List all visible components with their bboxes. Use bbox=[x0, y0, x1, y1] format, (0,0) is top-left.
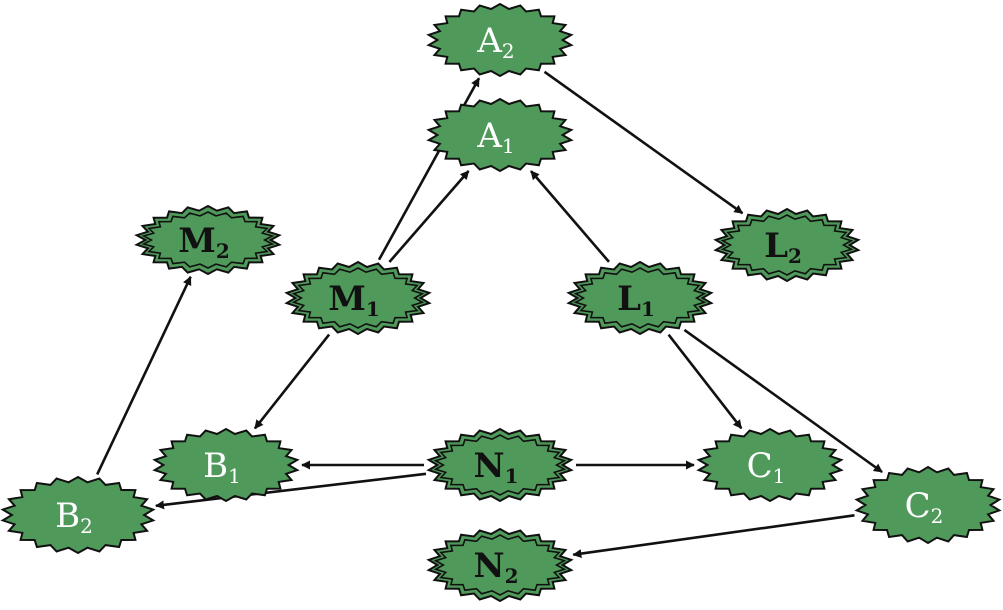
node-label-base: N bbox=[474, 546, 505, 586]
edge-n1-to-b2 bbox=[155, 472, 427, 510]
node-a1: A1 bbox=[426, 97, 574, 173]
edge-l1-to-c2 bbox=[683, 328, 883, 474]
node-shape bbox=[134, 204, 282, 276]
node-shape bbox=[713, 207, 861, 283]
edge-b2-to-m2 bbox=[96, 275, 192, 475]
edge-l1-to-c1 bbox=[667, 333, 743, 430]
node-label-subscript: 2 bbox=[505, 564, 519, 588]
node-shape bbox=[426, 527, 574, 603]
edge-m1-to-a1 bbox=[388, 170, 470, 263]
node-b2: B2 bbox=[0, 475, 156, 555]
node-label-base: A bbox=[476, 116, 502, 156]
node-label-base: B bbox=[203, 446, 228, 486]
node-label: M1 bbox=[328, 279, 380, 321]
node-label: L2 bbox=[764, 226, 802, 268]
node-label-subscript: 2 bbox=[931, 504, 944, 528]
node-label-subscript: 2 bbox=[502, 39, 515, 63]
node-shape bbox=[426, 97, 574, 173]
node-shape bbox=[284, 260, 432, 336]
node-label: C2 bbox=[905, 486, 944, 528]
node-inner-outline bbox=[433, 434, 567, 496]
node-label: M2 bbox=[178, 221, 230, 263]
node-label-subscript: 2 bbox=[216, 239, 230, 263]
node-label-subscript: 2 bbox=[788, 244, 802, 268]
node-l2: L2 bbox=[713, 207, 861, 283]
node-b1: B1 bbox=[152, 427, 300, 503]
edge-c2-to-n2 bbox=[572, 514, 855, 559]
node-label-subscript: 1 bbox=[228, 464, 241, 488]
node-label: C1 bbox=[747, 446, 786, 488]
node-label-base: L bbox=[617, 279, 641, 319]
node-inner-outline bbox=[141, 211, 275, 269]
node-c2: C2 bbox=[854, 465, 1002, 545]
edges bbox=[96, 70, 883, 559]
node-n2: N2 bbox=[426, 527, 574, 603]
node-label-subscript: 1 bbox=[773, 464, 786, 488]
node-shape bbox=[426, 427, 574, 503]
node-inner-outline bbox=[573, 267, 707, 329]
node-c1: C1 bbox=[696, 427, 844, 503]
node-label-subscript: 2 bbox=[80, 514, 93, 538]
edge-l1-to-a1 bbox=[530, 170, 610, 263]
node-label-base: B bbox=[55, 496, 80, 536]
node-m1: M1 bbox=[284, 260, 432, 336]
node-label-base: M bbox=[328, 279, 366, 319]
node-label: A2 bbox=[476, 21, 514, 63]
node-label-base: N bbox=[474, 446, 505, 486]
node-shape bbox=[152, 427, 300, 503]
node-n1: N1 bbox=[426, 427, 574, 503]
node-inner-outline bbox=[291, 267, 425, 329]
node-label-subscript: 1 bbox=[641, 297, 655, 321]
node-inner-outline bbox=[720, 214, 854, 276]
node-label: L1 bbox=[617, 279, 655, 321]
node-label-subscript: 1 bbox=[502, 134, 515, 158]
node-label: B2 bbox=[55, 496, 93, 538]
node-label-base: C bbox=[747, 446, 773, 486]
node-label-base: A bbox=[476, 21, 502, 61]
node-inner-outline bbox=[433, 534, 567, 596]
node-label: B1 bbox=[203, 446, 241, 488]
node-label: N2 bbox=[474, 546, 519, 588]
node-shape bbox=[854, 465, 1002, 545]
node-shape bbox=[696, 427, 844, 503]
node-label-subscript: 1 bbox=[366, 297, 380, 321]
node-label-base: L bbox=[764, 226, 788, 266]
node-shape bbox=[566, 260, 714, 336]
edge-a2-to-l2 bbox=[543, 70, 744, 215]
node-label: N1 bbox=[474, 446, 519, 488]
node-label-base: M bbox=[178, 221, 216, 261]
node-shape bbox=[0, 475, 156, 555]
edge-m1-to-b1 bbox=[253, 333, 331, 430]
node-label-base: C bbox=[905, 486, 931, 526]
node-label-subscript: 1 bbox=[505, 464, 519, 488]
node-shape bbox=[426, 2, 574, 78]
node-label: A1 bbox=[476, 116, 514, 158]
node-a2: A2 bbox=[426, 2, 574, 78]
node-l1: L1 bbox=[566, 260, 714, 336]
node-m2: M2 bbox=[134, 204, 282, 276]
